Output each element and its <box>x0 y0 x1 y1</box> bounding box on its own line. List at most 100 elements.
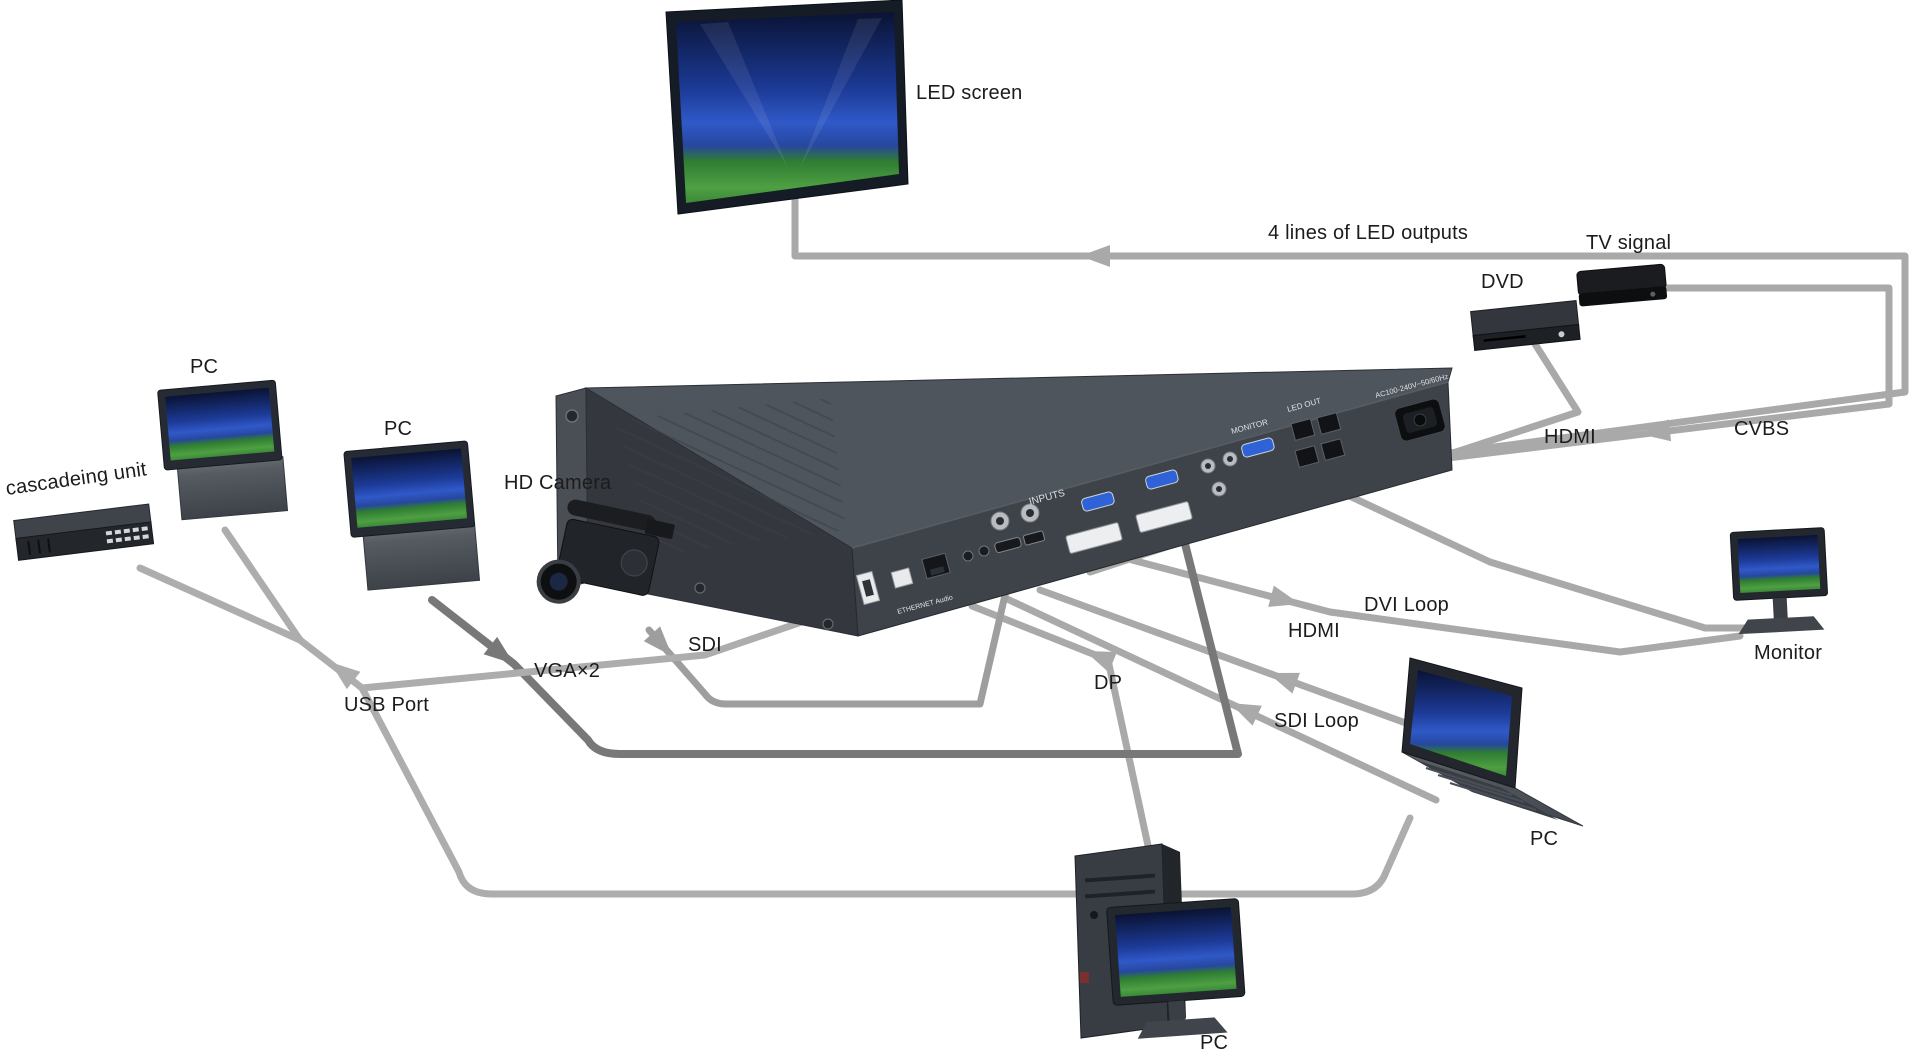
dvd-front <box>1472 323 1581 351</box>
label-hdmi-dvd: HDMI <box>1544 426 1596 448</box>
cascading-unit <box>13 503 155 561</box>
camera-reel <box>620 549 648 577</box>
screw <box>822 618 834 630</box>
vga-port-2 <box>1145 469 1179 490</box>
tv-box-front <box>1578 286 1668 307</box>
led-out-ports <box>1290 412 1346 468</box>
label-dvd: DVD <box>1481 271 1524 293</box>
label-monitor: Monitor <box>1754 642 1823 664</box>
led-screen-image <box>676 12 899 203</box>
light-beam <box>800 18 882 168</box>
arrow-usb <box>330 662 361 690</box>
video-processor: INPUTS MONITOR LED OUT ETHERNET Audio AC… <box>555 367 1453 637</box>
pc-left <box>157 379 289 521</box>
dvi-port-2 <box>1135 501 1193 533</box>
desktop-monitor-base <box>1137 1017 1228 1039</box>
label-sdi-loop: SDI Loop <box>1274 710 1359 732</box>
monitor-neck <box>1772 597 1788 621</box>
light-beam <box>700 22 788 168</box>
dvi-port-1 <box>1065 522 1123 554</box>
dvd-power-button <box>1558 331 1565 338</box>
laptop-key-rows <box>1425 767 1537 811</box>
label-pc-left: PC <box>190 356 219 378</box>
arrow-sdi-loop <box>1230 703 1262 726</box>
monitor-screen <box>1737 534 1821 594</box>
hdmi-port <box>994 536 1022 554</box>
arrow-dp <box>1085 651 1117 673</box>
cascading-unit-buttons <box>105 526 149 544</box>
monitor-base <box>1738 616 1825 635</box>
audio-jack <box>978 545 990 557</box>
label-usb-port: USB Port <box>344 694 429 716</box>
vent-line <box>47 538 51 553</box>
tv-signal-box <box>1576 263 1668 307</box>
tower-drive-slot <box>1084 873 1156 883</box>
label-pc-laptop: PC <box>1530 828 1559 850</box>
desktop-pc <box>1074 843 1246 1039</box>
label-dp: DP <box>1094 672 1123 694</box>
pc-2-screen <box>351 448 468 528</box>
cable-dp <box>968 602 1154 859</box>
dvd-disc-slot <box>1483 335 1526 342</box>
arrow-vga <box>483 636 514 664</box>
arrow-led <box>1080 245 1110 267</box>
label-led-outputs: 4 lines of LED outputs <box>1268 222 1469 244</box>
label-cvbs: CVBS <box>1734 418 1790 440</box>
laptop-pc <box>1401 657 1584 827</box>
cable-led-outputs <box>791 192 1909 470</box>
label-hdmi-input: HDMI <box>1288 620 1340 642</box>
camera-handle <box>567 499 656 531</box>
cable-hdmi-laptop <box>1036 586 1462 746</box>
arrow-hdmi-laptop <box>1268 672 1300 694</box>
cable-usb-pc <box>221 526 304 644</box>
led-screen <box>665 0 909 215</box>
label-led-screen: LED screen <box>916 82 1023 104</box>
vga-port-1 <box>1081 491 1115 512</box>
camera-lens-glass <box>549 572 568 591</box>
label-vga: VGA×2 <box>534 660 601 682</box>
sdi-bnc-ports <box>990 503 1040 531</box>
label-dvi-loop: DVI Loop <box>1364 594 1449 616</box>
tv-box-led <box>1650 291 1656 297</box>
label-hd-camera: HD Camera <box>504 472 612 494</box>
cable-vga <box>428 504 1242 758</box>
laptop-screen <box>1410 670 1512 776</box>
camera-viewfinder <box>644 519 675 539</box>
cable-monitor-vga <box>1258 451 1764 632</box>
panel-edge-highlight <box>851 381 1449 549</box>
screw <box>565 409 579 423</box>
dvd-player <box>1470 299 1581 351</box>
cable-cvbs <box>1248 284 1893 486</box>
label-sdi: SDI <box>688 634 722 656</box>
tower-detail <box>1080 972 1089 983</box>
ethernet-port <box>921 552 951 580</box>
audio-jack <box>962 550 974 562</box>
label-tv-signal: TV signal <box>1586 232 1672 254</box>
ac-power-inlet <box>1394 398 1446 442</box>
cable-usb-cascade <box>136 564 304 644</box>
vent-line <box>27 540 32 555</box>
monitor-right <box>1729 527 1828 635</box>
processor-vents <box>615 398 846 556</box>
monitor-vga-port <box>1241 437 1275 458</box>
pc-left-screen <box>165 387 275 461</box>
usb-b-port <box>890 567 914 589</box>
label-pc-desktop: PC <box>1200 1032 1229 1054</box>
cable-sdi-camera <box>645 526 1024 708</box>
pc-2 <box>343 440 481 591</box>
tower-drive-slot <box>1084 889 1156 899</box>
desktop-monitor <box>1106 898 1246 1039</box>
hd-camera <box>536 499 675 604</box>
cable-usb-main <box>296 636 1414 898</box>
dp-port <box>1022 530 1046 546</box>
vent-line <box>37 539 41 554</box>
screw <box>694 582 706 594</box>
arrow-dvi-loop <box>1268 585 1300 607</box>
cable-dvi-loop <box>1128 556 1744 656</box>
desktop-monitor-neck <box>1168 1000 1186 1022</box>
arrow-sdi-camera <box>643 626 672 656</box>
usb-a-port <box>855 570 881 606</box>
processor-ports <box>855 398 1446 606</box>
